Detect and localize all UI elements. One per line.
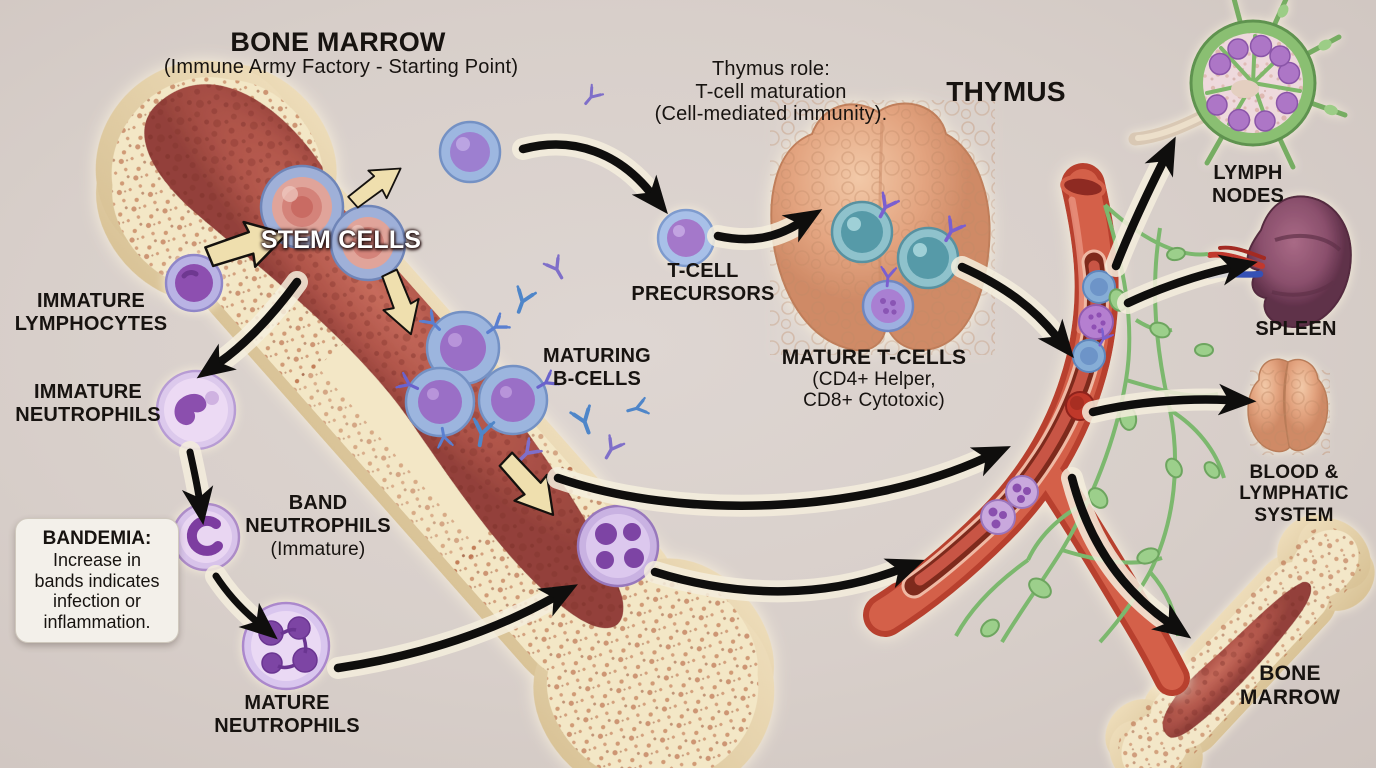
lymph-node-organ bbox=[1128, 0, 1348, 170]
arrow-bone-to-precursor bbox=[518, 140, 668, 215]
band-neutrophil-cell bbox=[171, 502, 241, 572]
arrow-mature-neutrophil-to-bone bbox=[333, 584, 578, 673]
arrow-vessel-to-lymph-nodes bbox=[1111, 136, 1176, 271]
maturing-b-cells bbox=[394, 308, 561, 450]
neutrophil-in-bone-cell bbox=[576, 504, 660, 588]
immature-neutrophils-label: IMMATURE NEUTROPHILS bbox=[15, 381, 161, 426]
arrow-bone-to-vessel-upper bbox=[553, 446, 1011, 510]
arrow-thymus-to-vessel bbox=[957, 262, 1074, 359]
blood-lymphatic-label: BLOOD & LYMPHATIC SYSTEM bbox=[1239, 462, 1349, 526]
mature-t-cells bbox=[830, 191, 967, 333]
arrow-vessel-to-lymphatic-system bbox=[1088, 383, 1257, 417]
arrow-bone-to-neutrophil bbox=[196, 277, 302, 379]
immature-lymphocytes-label: IMMATURE LYMPHOCYTES bbox=[14, 290, 168, 335]
arrow-vessel-to-bone-marrow bbox=[1067, 473, 1192, 639]
stem-cells-label: STEM CELLS bbox=[260, 226, 422, 254]
thymus-role-note: Thymus role: T-cell maturation (Cell-med… bbox=[654, 58, 888, 126]
band-neutrophils-label: BAND NEUTROPHILS bbox=[245, 492, 391, 537]
bone-marrow-title: BONE MARROW bbox=[230, 27, 446, 57]
stem-cells bbox=[259, 164, 407, 282]
maturing-b-cells-label: MATURING B-CELLS bbox=[543, 345, 651, 390]
thymus-label: THYMUS bbox=[946, 76, 1066, 107]
bone-marrow-right-label: BONE MARROW bbox=[1239, 662, 1341, 709]
mature-t-cells-sub: (CD4+ Helper, CD8+ Cytotoxic) bbox=[803, 369, 945, 412]
band-neutrophils-sub: (Immature) bbox=[270, 539, 366, 560]
arrow-vessel-to-spleen bbox=[1123, 254, 1258, 308]
arrow-precursor-to-thymus bbox=[713, 209, 823, 244]
bone-marrow-subtitle: (Immune Army Factory - Starting Point) bbox=[163, 56, 519, 78]
spleen-label: SPLEEN bbox=[1255, 318, 1337, 340]
arrow-bone-to-vessel-lower bbox=[650, 558, 925, 596]
lymphoid-cell bbox=[438, 120, 502, 184]
flow-arrows bbox=[179, 133, 1258, 679]
mature-neutrophils-label: MATURE NEUTROPHILS bbox=[214, 692, 360, 737]
arrow-neutrophil-maturation-2 bbox=[212, 572, 278, 640]
bone-organ-small bbox=[1105, 514, 1375, 768]
mature-t-cells-label: MATURE T-CELLS bbox=[781, 346, 967, 369]
bandemia-title: BANDEMIA: bbox=[42, 528, 152, 550]
t-cell-precursor-cell bbox=[656, 208, 716, 268]
arrow-neutrophil-maturation-1 bbox=[181, 448, 214, 526]
bandemia-body: Increase in bands indicates infection or… bbox=[34, 550, 160, 633]
t-cell-precursors-label: T-CELL PRECURSORS bbox=[631, 260, 775, 305]
lymph-nodes-label: LYMPH NODES bbox=[1211, 162, 1285, 207]
lymphatic-gland-organ bbox=[1247, 358, 1330, 455]
immature-neutrophil-cell bbox=[155, 369, 237, 451]
bandemia-note: BANDEMIA: Increase in bands indicates in… bbox=[15, 518, 179, 643]
immature-lymphocyte-cell bbox=[164, 253, 224, 313]
mature-neutrophil-cell bbox=[241, 601, 331, 691]
